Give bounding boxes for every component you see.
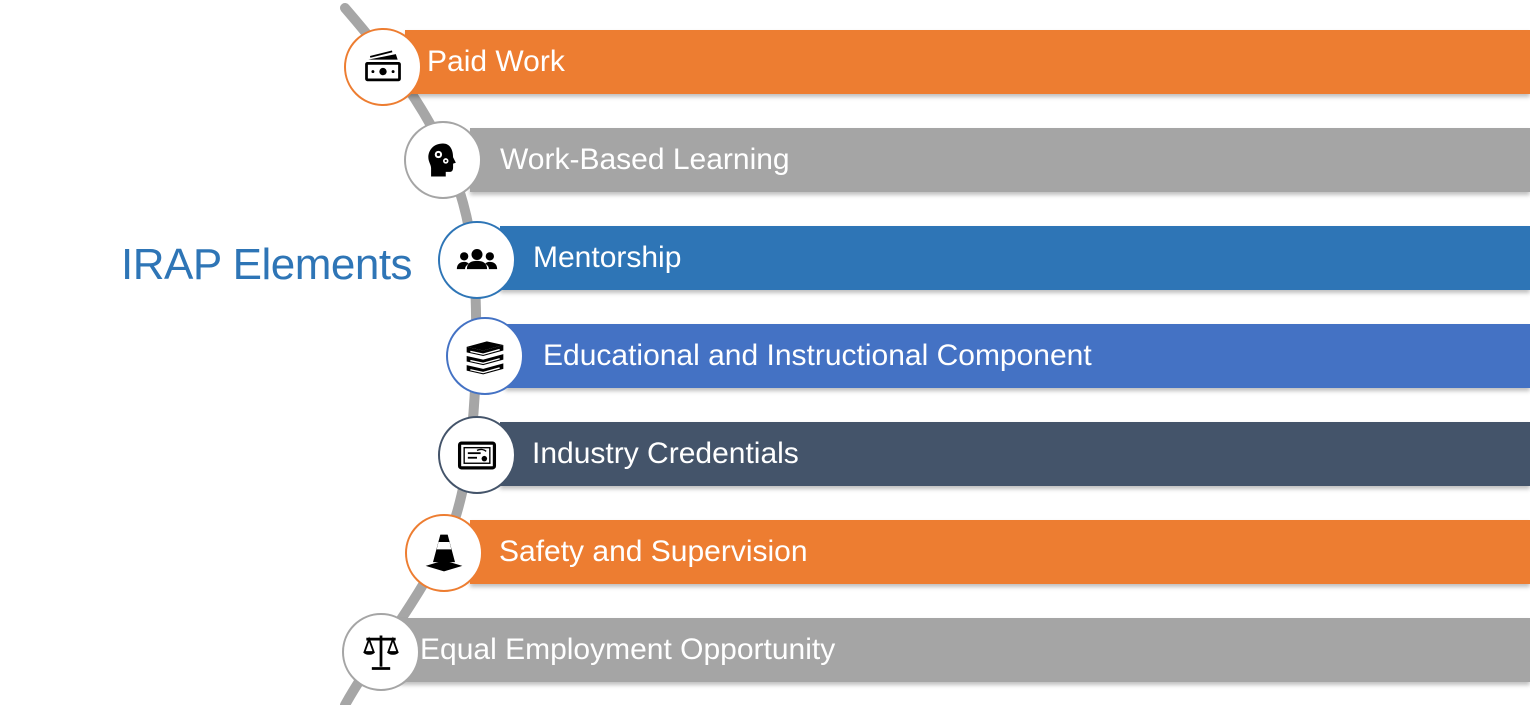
element-icon-badge[interactable]: [446, 317, 524, 395]
element-bar[interactable]: Industry Credentials: [500, 422, 1530, 486]
page-title: IRAP Elements: [121, 240, 413, 289]
element-label: Mentorship: [533, 241, 682, 274]
element-label: Work-Based Learning: [500, 143, 790, 176]
element-bar[interactable]: Equal Employment Opportunity: [400, 618, 1530, 682]
element-label: Paid Work: [427, 45, 565, 78]
element-icon-badge[interactable]: [344, 28, 422, 106]
certificate-icon: [457, 441, 497, 470]
element-bar[interactable]: Mentorship: [500, 226, 1530, 290]
head-gears-icon: [428, 143, 456, 177]
element-icon-badge[interactable]: [405, 514, 483, 592]
element-icon-badge[interactable]: [404, 121, 482, 199]
element-bar[interactable]: Educational and Instructional Component: [505, 324, 1530, 388]
element-label: Educational and Instructional Component: [543, 339, 1092, 372]
element-bar[interactable]: Safety and Supervision: [470, 520, 1530, 584]
scales-icon: [363, 635, 399, 670]
element-label: Safety and Supervision: [499, 535, 808, 568]
element-label: Industry Credentials: [532, 437, 799, 470]
element-icon-badge[interactable]: [438, 221, 516, 299]
element-label: Equal Employment Opportunity: [420, 633, 836, 666]
money-icon: [365, 50, 401, 82]
people-group-icon: [456, 249, 498, 270]
books-icon: [466, 341, 504, 375]
element-icon-badge[interactable]: [342, 613, 420, 691]
element-bar[interactable]: Paid Work: [405, 30, 1530, 94]
element-icon-badge[interactable]: [438, 416, 516, 494]
traffic-cone-icon: [425, 534, 463, 572]
element-bar[interactable]: Work-Based Learning: [470, 128, 1530, 192]
